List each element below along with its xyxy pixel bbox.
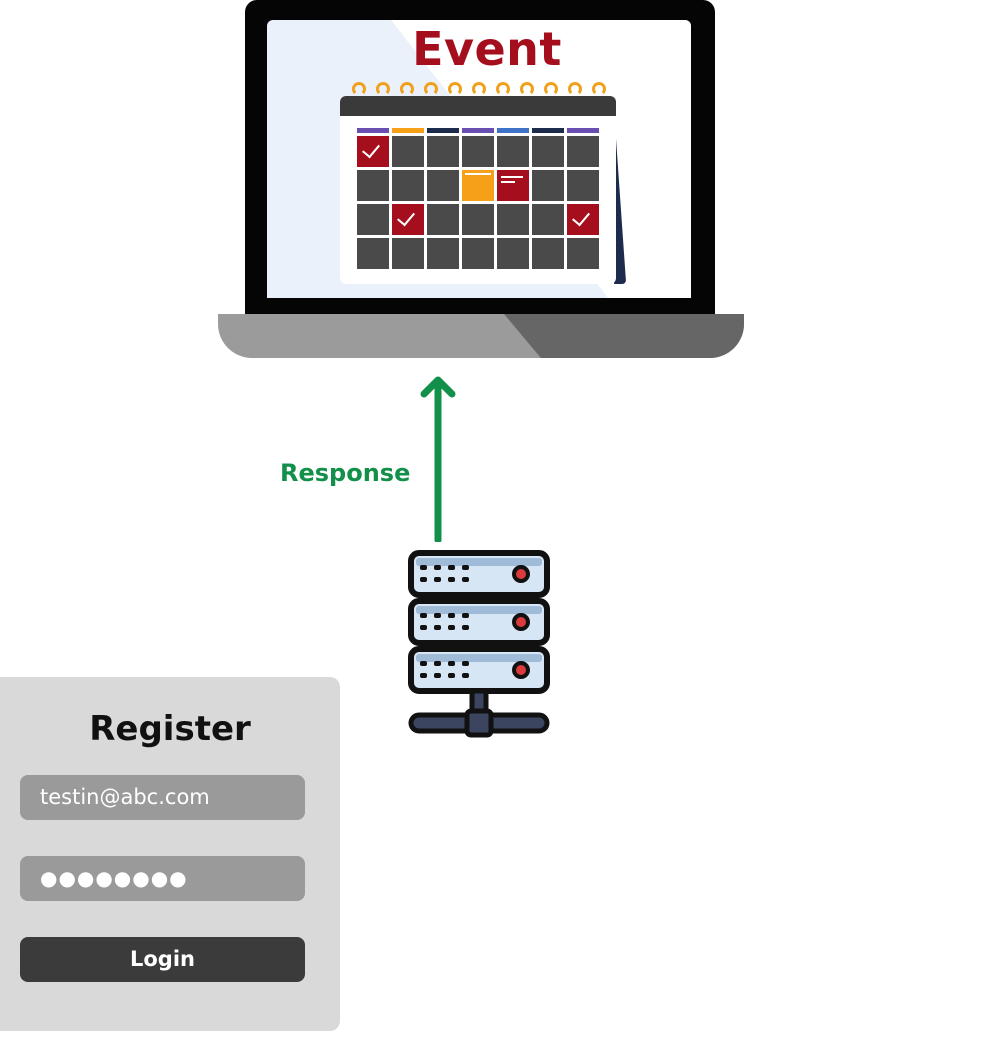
calendar-day-header bbox=[427, 128, 459, 133]
calendar-ring bbox=[376, 82, 390, 96]
calendar-day-cell bbox=[567, 238, 599, 269]
calendar-day-cell bbox=[532, 136, 564, 167]
calendar-day-header bbox=[497, 128, 529, 133]
check-icon bbox=[362, 139, 380, 159]
calendar-day-cell bbox=[462, 238, 494, 269]
register-card: Register testin@abc.com ●●●●●●●● Login bbox=[0, 677, 340, 1031]
calendar-day-cell bbox=[392, 170, 424, 201]
calendar-binding bbox=[340, 96, 616, 116]
calendar-day-cell bbox=[462, 170, 494, 201]
calendar-day-cell bbox=[357, 170, 389, 201]
calendar-day-cell bbox=[427, 238, 459, 269]
calendar-ring bbox=[496, 82, 510, 96]
calendar-day-cell bbox=[497, 170, 529, 201]
calendar-ring bbox=[592, 82, 606, 96]
server-rack-icon bbox=[408, 550, 550, 738]
password-field[interactable]: ●●●●●●●● bbox=[20, 856, 305, 901]
calendar-day-header bbox=[462, 128, 494, 133]
calendar-day-header bbox=[392, 128, 424, 133]
calendar-ring bbox=[400, 82, 414, 96]
calendar-day-header bbox=[532, 128, 564, 133]
calendar-icon bbox=[340, 78, 630, 286]
login-button[interactable]: Login bbox=[20, 937, 305, 982]
calendar-ring bbox=[568, 82, 582, 96]
calendar-day-header bbox=[567, 128, 599, 133]
calendar-day-cell bbox=[427, 136, 459, 167]
calendar-day-cell bbox=[497, 136, 529, 167]
calendar-day-cell bbox=[532, 204, 564, 235]
calendar-day-cell bbox=[462, 136, 494, 167]
calendar-ring bbox=[448, 82, 462, 96]
calendar-day-cell bbox=[357, 204, 389, 235]
calendar-day-cell bbox=[427, 170, 459, 201]
response-arrow bbox=[420, 376, 456, 542]
calendar-day-cell bbox=[462, 204, 494, 235]
email-field[interactable]: testin@abc.com bbox=[20, 775, 305, 820]
calendar-day-cell bbox=[497, 238, 529, 269]
calendar-day-cell bbox=[357, 136, 389, 167]
calendar-day-cell bbox=[567, 170, 599, 201]
event-title: Event bbox=[412, 22, 562, 76]
laptop-base bbox=[218, 314, 744, 358]
calendar-day-cell bbox=[357, 238, 389, 269]
calendar-day-cell bbox=[392, 136, 424, 167]
calendar-day-cell bbox=[567, 136, 599, 167]
check-icon bbox=[572, 207, 590, 227]
calendar-ring bbox=[472, 82, 486, 96]
response-label: Response bbox=[280, 459, 411, 487]
calendar-ring bbox=[424, 82, 438, 96]
calendar-day-cell bbox=[532, 238, 564, 269]
check-icon bbox=[397, 207, 415, 227]
calendar-day-cell bbox=[392, 238, 424, 269]
calendar-day-cell bbox=[427, 204, 459, 235]
calendar-ring bbox=[544, 82, 558, 96]
calendar-day-header bbox=[357, 128, 389, 133]
calendar-ring bbox=[520, 82, 534, 96]
calendar-day-cell bbox=[532, 170, 564, 201]
calendar-day-cell bbox=[392, 204, 424, 235]
register-title: Register bbox=[89, 709, 251, 749]
calendar-day-cell bbox=[497, 204, 529, 235]
calendar-day-cell bbox=[567, 204, 599, 235]
calendar-ring bbox=[352, 82, 366, 96]
